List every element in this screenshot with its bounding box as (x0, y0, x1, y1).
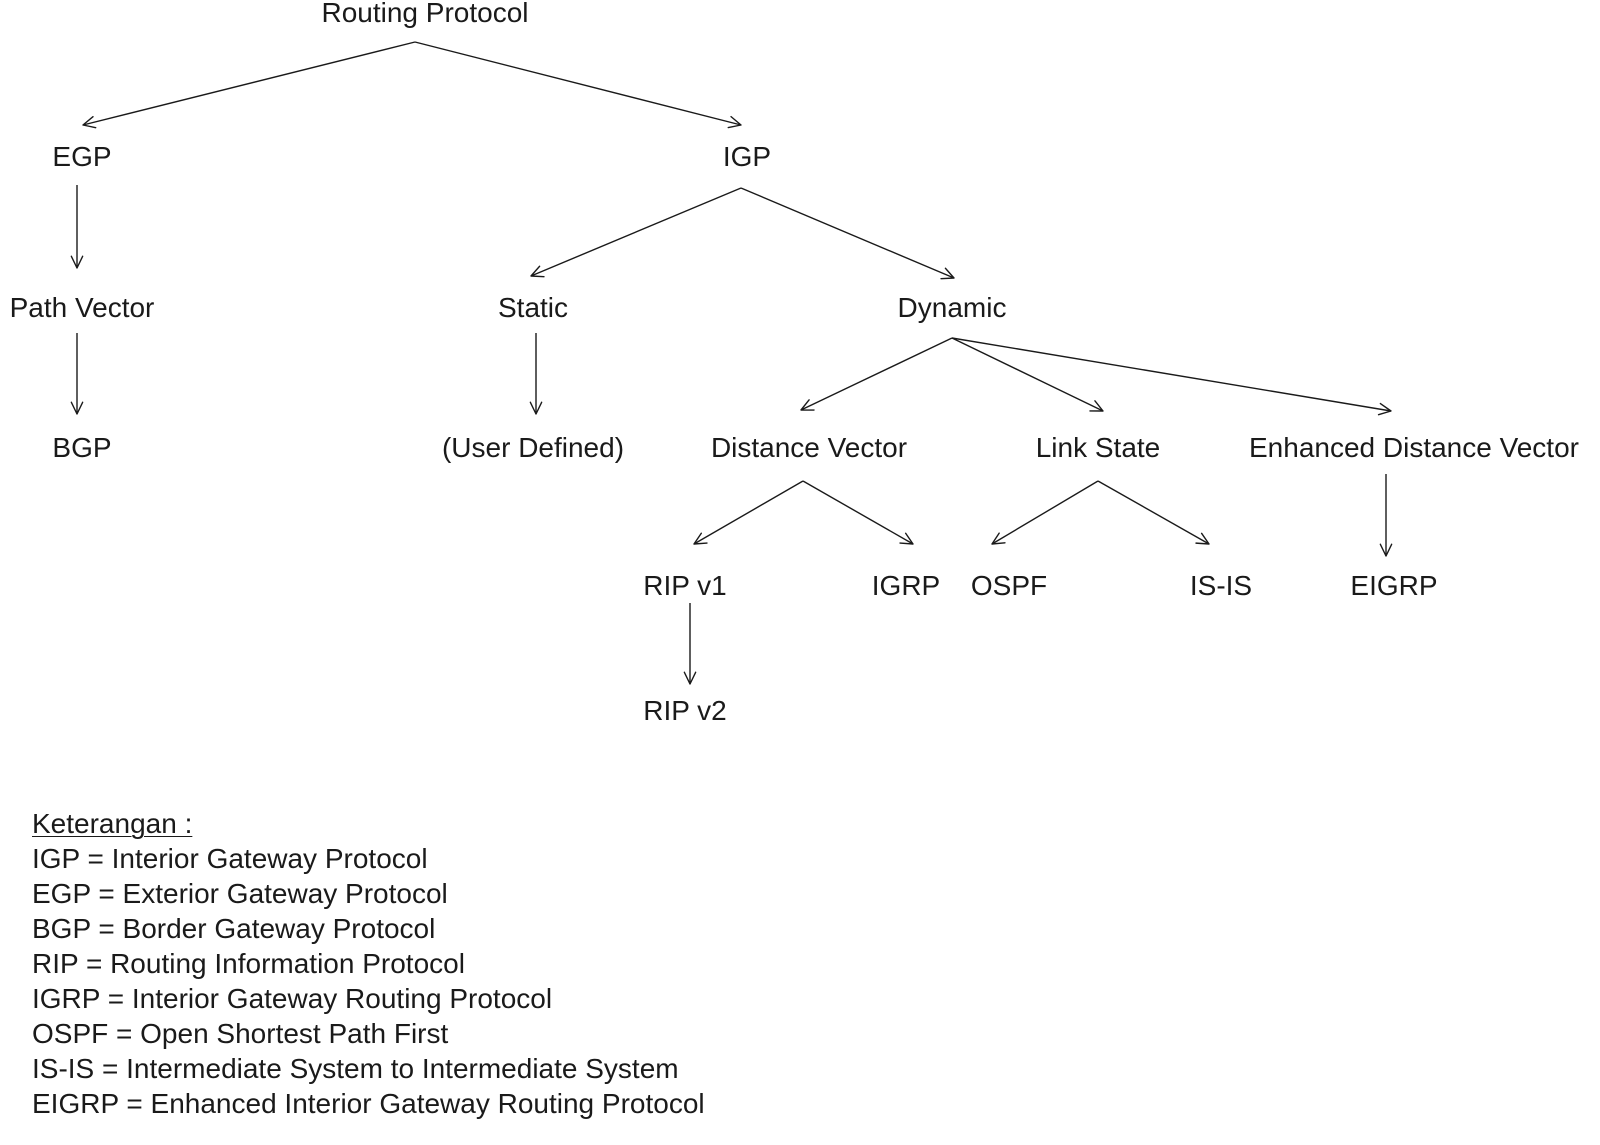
node-igp: IGP (723, 141, 771, 172)
arrowhead-icon (530, 265, 545, 278)
edges-layer (70, 41, 1393, 685)
arrowhead-icon (529, 401, 543, 415)
node-igrp: IGRP (872, 570, 940, 601)
node-distance-vector: Distance Vector (711, 432, 907, 463)
edge-line (800, 337, 953, 411)
arrowhead-icon (82, 115, 97, 129)
legend-item-bgp: BGP = Border Gateway Protocol (32, 913, 436, 944)
arrowhead-icon (70, 401, 84, 415)
legend-item-is-is: IS-IS = Intermediate System to Intermedi… (32, 1053, 679, 1084)
edge-egp-to-path-vector (70, 185, 84, 269)
edge-static-to-user-defined (529, 333, 543, 415)
arrowhead-icon (991, 532, 1006, 545)
edge-distance-vector-to-igrp (802, 480, 914, 545)
arrowhead-icon (1379, 543, 1393, 557)
node-rip-v2: RIP v2 (643, 695, 727, 726)
edge-link-state-to-ospf (991, 480, 1099, 545)
node-user-defined: (User Defined) (442, 432, 624, 463)
node-is-is: IS-IS (1190, 570, 1252, 601)
node-ospf: OSPF (971, 570, 1047, 601)
edge-line (530, 187, 742, 277)
edge-line (802, 480, 914, 545)
edge-dynamic-to-distance-vector (800, 337, 953, 411)
arrowhead-icon (899, 532, 914, 545)
edge-line (951, 337, 1104, 412)
legend-item-rip: RIP = Routing Information Protocol (32, 948, 465, 979)
edge-igp-to-static (530, 187, 742, 278)
node-link-state: Link State (1036, 432, 1161, 463)
node-rip-v1: RIP v1 (643, 570, 727, 601)
node-static: Static (498, 292, 568, 323)
edge-line (951, 337, 1392, 412)
node-egp: EGP (52, 141, 111, 172)
arrowhead-icon (683, 671, 697, 685)
arrowhead-icon (1377, 402, 1392, 416)
arrowhead-icon (70, 255, 84, 269)
edge-line (414, 41, 742, 126)
edge-line (82, 41, 416, 126)
edge-distance-vector-to-rip-v1 (693, 480, 804, 545)
arrowhead-icon (800, 399, 815, 411)
node-dynamic: Dynamic (898, 292, 1007, 323)
node-eigrp: EIGRP (1350, 570, 1437, 601)
node-routing-protocol: Routing Protocol (321, 0, 528, 28)
legend-item-ospf: OSPF = Open Shortest Path First (32, 1018, 449, 1049)
edge-rip-v1-to-rip-v2 (683, 603, 697, 685)
legend: Keterangan : IGP = Interior Gateway Prot… (32, 806, 705, 1121)
edge-line (693, 480, 804, 545)
edge-path-vector-to-bgp (70, 333, 84, 415)
arrowhead-icon (1195, 532, 1210, 545)
edge-line (740, 187, 955, 279)
edge-routing-protocol-to-egp (82, 41, 416, 129)
node-path-vector: Path Vector (10, 292, 155, 323)
edge-link-state-to-is-is (1097, 480, 1210, 545)
edge-line (991, 480, 1099, 545)
legend-item-igrp: IGRP = Interior Gateway Routing Protocol (32, 983, 553, 1014)
edge-dynamic-to-link-state (951, 337, 1104, 412)
legend-item-eigrp: EIGRP = Enhanced Interior Gateway Routin… (32, 1088, 705, 1119)
arrowhead-icon (1089, 400, 1104, 412)
legend-item-igp: IGP = Interior Gateway Protocol (32, 843, 428, 874)
legend-item-egp: EGP = Exterior Gateway Protocol (32, 878, 448, 909)
edge-dynamic-to-enhanced-distance-vector (951, 337, 1392, 416)
edge-enhanced-distance-vector-to-eigrp (1379, 474, 1393, 557)
node-enhanced-distance-vector: Enhanced Distance Vector (1249, 432, 1579, 463)
arrowhead-icon (727, 115, 742, 129)
edge-routing-protocol-to-igp (414, 41, 742, 129)
node-bgp: BGP (52, 432, 111, 463)
arrowhead-icon (940, 267, 955, 280)
legend-title: Keterangan : (32, 808, 193, 839)
arrowhead-icon (693, 532, 708, 545)
edge-igp-to-dynamic (740, 187, 955, 280)
edge-line (1097, 480, 1210, 545)
